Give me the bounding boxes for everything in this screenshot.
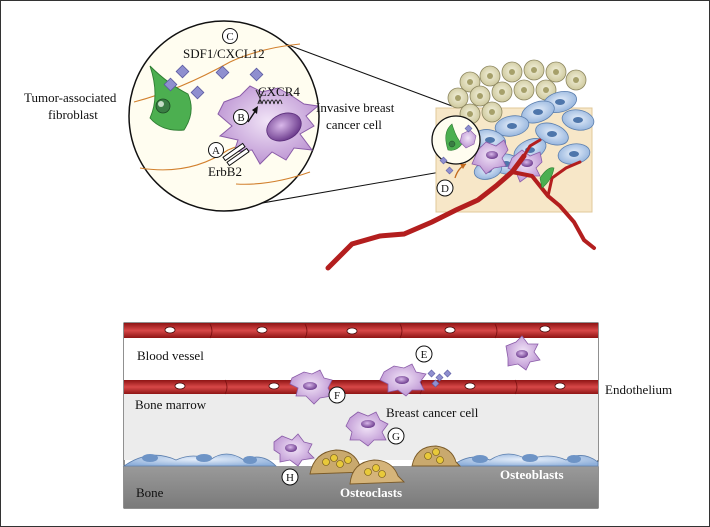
zoom-line-bottom xyxy=(244,169,453,207)
svg-text:B: B xyxy=(237,112,244,124)
label-endothelium: Endothelium xyxy=(605,382,672,397)
marker-a: A xyxy=(208,142,224,158)
svg-text:C: C xyxy=(226,31,233,43)
circulating-cancer-cell xyxy=(505,335,541,371)
cancer-cell-nucleus xyxy=(266,112,302,142)
tumor-blood-vessels xyxy=(325,138,596,271)
fibroblast-cell xyxy=(149,65,192,131)
arrow-b-head xyxy=(252,106,258,114)
label-blood-vessel: Blood vessel xyxy=(137,348,204,363)
marker-b: B xyxy=(233,109,249,125)
marker-e: E xyxy=(415,345,433,363)
cxcr4-receptor xyxy=(257,99,283,105)
marrow-cancer-cell xyxy=(345,411,389,447)
marker-f: F xyxy=(328,386,346,404)
label-sdf1: SDF1/CXCL12 xyxy=(183,46,265,61)
svg-text:H: H xyxy=(286,472,294,484)
svg-text:D: D xyxy=(441,183,449,195)
label-erbb2: ErbB2 xyxy=(208,164,242,179)
svg-text:F: F xyxy=(334,390,340,402)
svg-text:G: G xyxy=(392,431,400,443)
vessel-wall-top xyxy=(124,323,598,338)
marker-g: G xyxy=(387,427,405,445)
marker-c: C xyxy=(222,28,238,44)
bone-cancer-cell xyxy=(273,433,315,467)
endothelial-nuclei xyxy=(164,325,566,390)
ligand-small-2 xyxy=(445,166,454,175)
label-cxcr4: CXCR4 xyxy=(258,84,300,99)
svg-text:E: E xyxy=(421,349,428,361)
marker-h: H xyxy=(281,468,299,486)
sdf1-ligands xyxy=(163,64,264,100)
label-osteoblasts: Osteoblasts xyxy=(500,467,564,482)
label-fibroblast-2: fibroblast xyxy=(48,107,98,122)
purple-tumor-cells xyxy=(471,139,543,183)
small-fibroblast-right xyxy=(539,167,555,189)
marker-d: D xyxy=(436,179,454,197)
label-fibroblast-1: Tumor-associated xyxy=(24,90,117,105)
label-breast-cancer-cell: Breast cancer cell xyxy=(386,405,479,420)
osteoclasts xyxy=(309,445,462,485)
tumor-zoom-circle xyxy=(431,115,481,165)
erbb2-receptor xyxy=(222,142,250,167)
label-bone-marrow: Bone marrow xyxy=(135,397,207,412)
osteoblasts-row xyxy=(122,453,599,467)
label-invasive-1: Invasive breast xyxy=(316,100,395,115)
ligand-small-1 xyxy=(439,156,448,165)
svg-text:A: A xyxy=(212,145,220,157)
vessel-wall-bottom xyxy=(124,380,598,394)
cxcr4-y xyxy=(255,89,265,104)
orange-arrow-head xyxy=(460,164,466,169)
label-osteoclasts: Osteoclasts xyxy=(340,485,402,500)
ligands-bottom xyxy=(427,369,452,388)
label-invasive-2: cancer cell xyxy=(326,117,382,132)
tan-tumor-cells xyxy=(447,59,587,125)
extravasating-cancer-cell xyxy=(379,363,427,397)
label-bone: Bone xyxy=(136,485,164,500)
